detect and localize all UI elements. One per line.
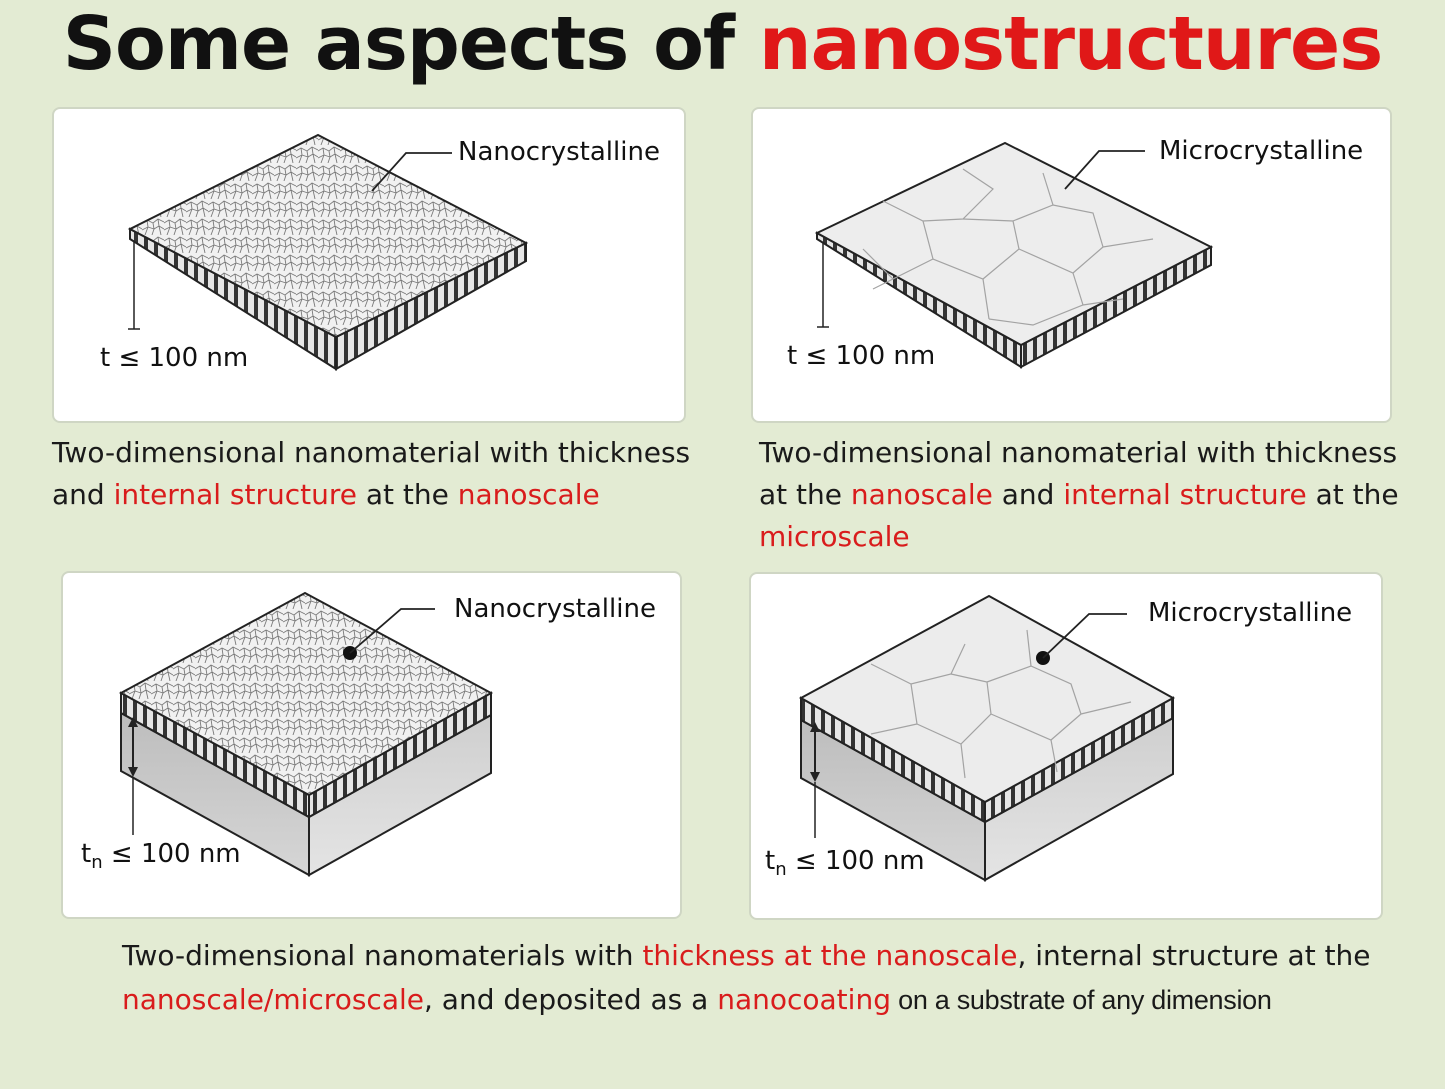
caption-text: at the bbox=[356, 478, 458, 511]
structure-label: Nanocrystalline bbox=[454, 594, 656, 624]
caption-top-left: Two-dimensional nanomaterial with thickn… bbox=[52, 432, 692, 516]
thickness-subscript: n bbox=[775, 859, 787, 881]
caption-highlight: nanoscale bbox=[850, 478, 993, 511]
caption-text: , internal structure at the bbox=[1017, 939, 1371, 972]
panel-coating-nanocrystalline: Nanocrystalline tn ≤ 100 nm bbox=[61, 571, 682, 919]
structure-label: Microcrystalline bbox=[1148, 598, 1353, 628]
caption-text: Two-dimensional nanomaterial with thickn… bbox=[759, 436, 1398, 511]
thickness-label: tn ≤ 100 nm bbox=[765, 846, 925, 880]
caption-highlight: thickness at the nanoscale bbox=[642, 939, 1018, 972]
caption-text: Two-dimensional nanomaterial with thickn… bbox=[52, 436, 691, 511]
title-highlight: nanostructures bbox=[758, 1, 1383, 87]
caption-highlight: nanoscale/microscale bbox=[122, 983, 424, 1016]
caption-text: and bbox=[992, 478, 1064, 511]
caption-highlight: internal structure bbox=[1063, 478, 1307, 511]
thin-nanocrystalline-film-illustration bbox=[127, 133, 529, 371]
caption-text: on a substrate of any dimension bbox=[890, 985, 1272, 1015]
caption-bottom: Two-dimensional nanomaterials with thick… bbox=[122, 934, 1402, 1022]
thickness-value: ≤ 100 nm bbox=[102, 839, 241, 869]
caption-top-right: Two-dimensional nanomaterial with thickn… bbox=[759, 432, 1409, 558]
microcrystalline-coating-illustration bbox=[798, 594, 1176, 882]
nanocrystalline-coating-illustration bbox=[118, 591, 494, 877]
thickness-value: ≤ 100 nm bbox=[786, 846, 925, 876]
thickness-label: t ≤ 100 nm bbox=[100, 343, 249, 373]
thickness-label: t ≤ 100 nm bbox=[787, 341, 936, 371]
caption-text: Two-dimensional nanomaterials with bbox=[122, 939, 643, 972]
thickness-symbol: t bbox=[765, 846, 776, 876]
structure-label: Microcrystalline bbox=[1159, 136, 1364, 166]
caption-highlight: nanocoating bbox=[717, 983, 891, 1016]
thin-microcrystalline-film-illustration bbox=[814, 141, 1214, 369]
thickness-label: tn ≤ 100 nm bbox=[81, 839, 241, 873]
thickness-symbol: t bbox=[81, 839, 92, 869]
page-title: Some aspects of nanostructures bbox=[0, 2, 1445, 86]
caption-highlight: microscale bbox=[759, 520, 910, 553]
panel-thin-nanocrystalline: Nanocrystalline t ≤ 100 nm bbox=[52, 107, 686, 423]
panel-thin-microcrystalline: Microcrystalline t ≤ 100 nm bbox=[751, 107, 1392, 423]
thickness-subscript: n bbox=[91, 852, 103, 874]
caption-text: , and deposited as a bbox=[423, 983, 718, 1016]
title-prefix: Some aspects of bbox=[62, 1, 759, 87]
panel-coating-microcrystalline: Microcrystalline tn ≤ 100 nm bbox=[749, 572, 1383, 920]
caption-highlight: nanoscale bbox=[457, 478, 600, 511]
structure-label: Nanocrystalline bbox=[458, 137, 660, 167]
caption-highlight: internal structure bbox=[113, 478, 357, 511]
caption-text: at the bbox=[1306, 478, 1399, 511]
